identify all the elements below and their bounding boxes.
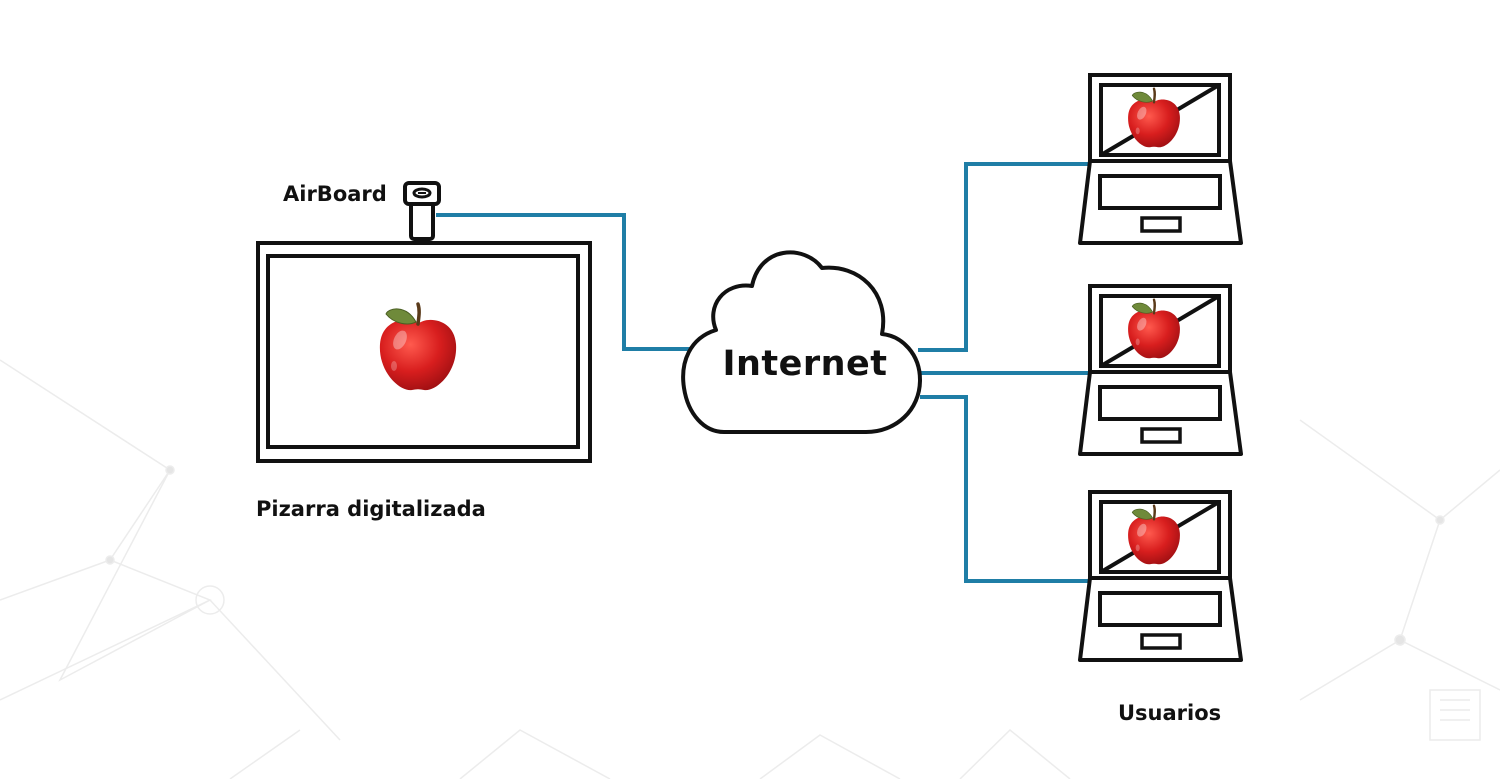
connection-internet-user-1 — [918, 162, 1092, 352]
laptop-icon — [1080, 75, 1241, 243]
connection-lines — [436, 162, 1092, 583]
airboard-label: AirBoard — [283, 182, 387, 206]
airboard-camera-icon — [403, 181, 441, 241]
connection-airboard-internet — [436, 213, 700, 351]
background-network-pattern — [0, 359, 1500, 779]
whiteboard-label: Pizarra digitalizada — [256, 497, 486, 521]
cloud-icon — [681, 250, 922, 434]
users-label: Usuarios — [1118, 701, 1222, 725]
laptop-icon — [1080, 492, 1241, 660]
internet-label: Internet — [722, 344, 888, 384]
whiteboard-icon — [256, 241, 592, 463]
connection-internet-user-3 — [920, 395, 1092, 583]
laptop-icon — [1080, 286, 1241, 454]
